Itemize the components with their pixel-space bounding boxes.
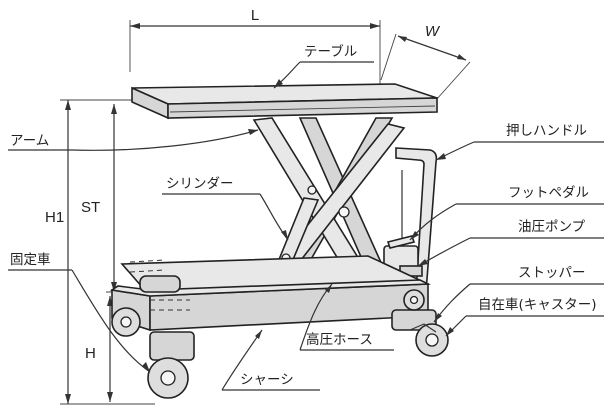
label-push-handle: 押しハンドル — [506, 123, 587, 139]
dimension-st: ST — [81, 104, 124, 293]
dimension-h-label: H — [85, 345, 96, 362]
label-fixed-wheel: 固定車 — [10, 252, 51, 268]
dimension-l-label: L — [251, 7, 259, 24]
foot-pedal-part — [386, 235, 416, 249]
label-cylinder: シリンダー — [166, 176, 234, 192]
dimension-st-label: ST — [81, 199, 100, 216]
dimension-w: W — [380, 23, 471, 101]
caster-rear — [403, 289, 425, 311]
label-arm: アーム — [10, 133, 49, 149]
part-labels: テーブル アーム 押しハンドル シリンダー フットペダル 油圧ポンプ 固定車 ス… — [10, 43, 597, 388]
label-stopper: ストッパー — [518, 265, 586, 281]
fixed-wheel-front — [147, 331, 195, 399]
caster-front — [391, 309, 449, 357]
dimension-h1: H1 — [45, 99, 132, 404]
label-caster: 自在車(キャスター) — [478, 297, 597, 313]
leader-lines — [8, 61, 604, 391]
dimension-h1-label: H1 — [45, 209, 64, 226]
label-table: テーブル — [304, 43, 357, 60]
label-high-pressure-hose: 高圧ホース — [306, 331, 373, 348]
chassis-frame — [109, 255, 432, 332]
dimension-l: L — [129, 7, 381, 84]
label-hydraulic-pump: 油圧ポンプ — [518, 219, 586, 235]
label-foot-pedal: フットペダル — [508, 185, 589, 201]
label-chassis: シャーシ — [240, 372, 294, 388]
table-top — [131, 83, 438, 120]
fixed-wheel-rear — [111, 307, 141, 337]
dimension-w-label: W — [425, 23, 441, 40]
